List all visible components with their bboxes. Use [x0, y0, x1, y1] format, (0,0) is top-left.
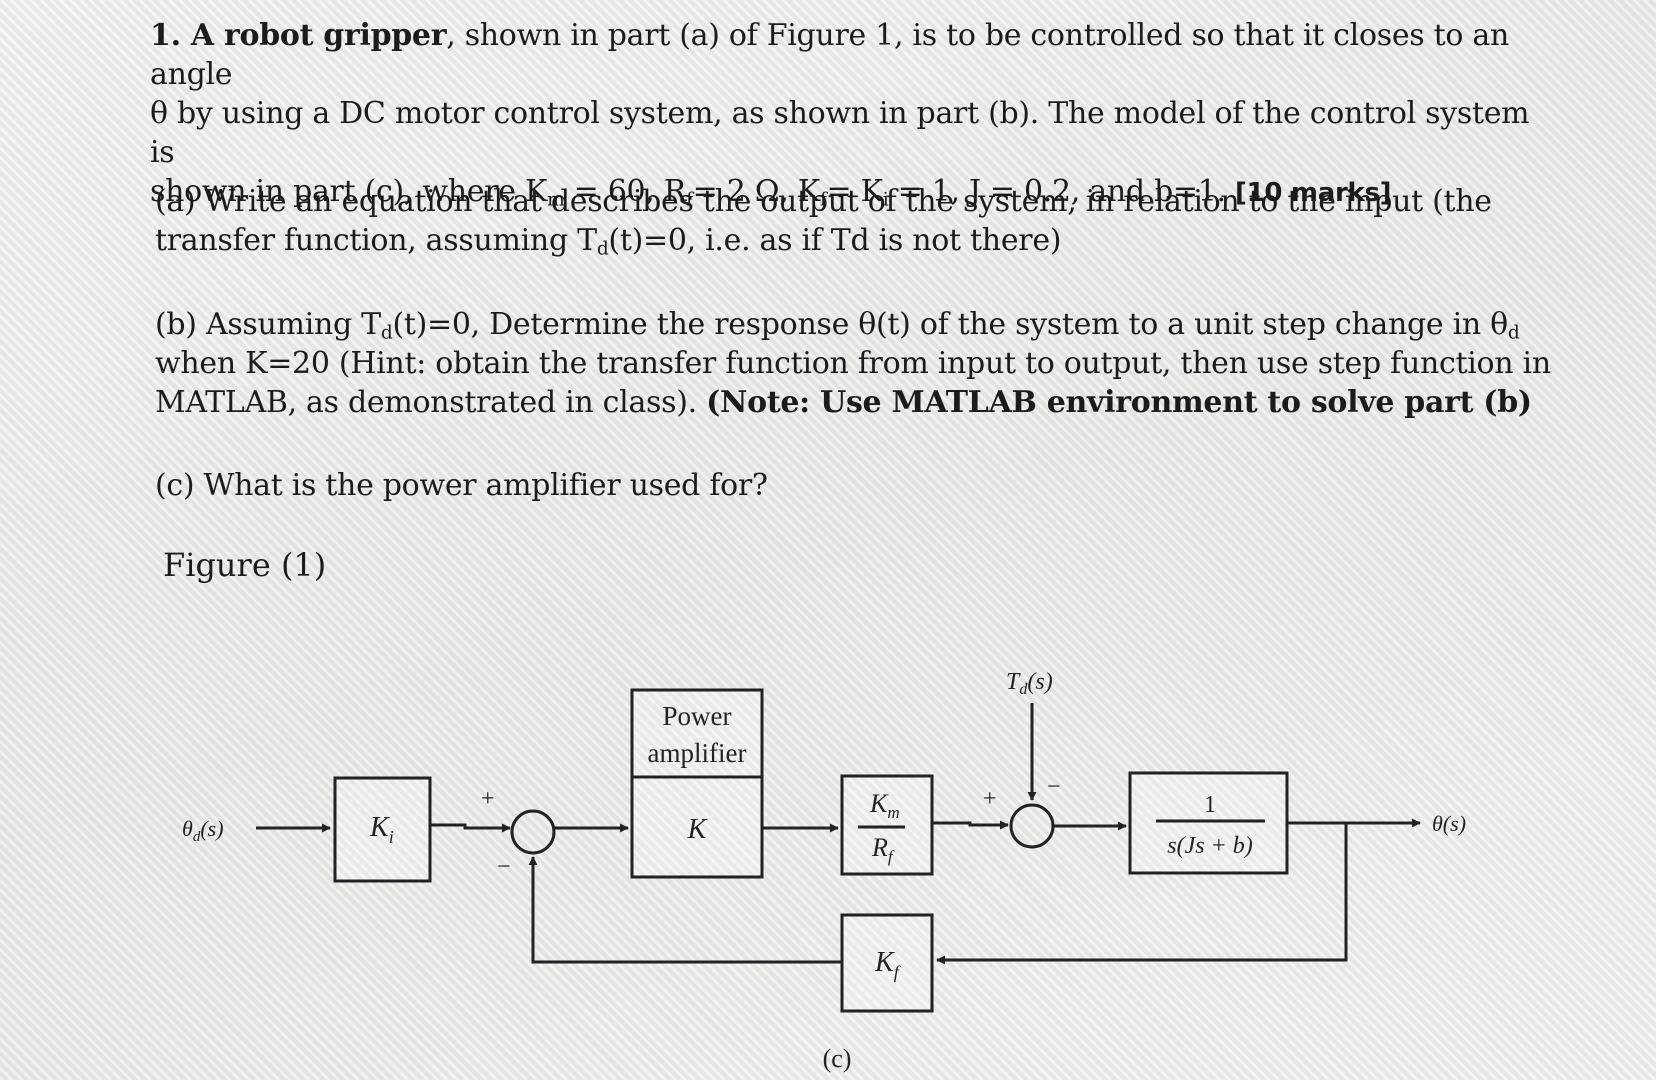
matlab-note: (Note: Use MATLAB environment to solve p…: [706, 385, 1532, 420]
rf-denominator: Rf: [871, 833, 895, 866]
question-lead: 1. A robot gripper: [150, 18, 447, 53]
part-b: (b) Assuming Td(t)=0, Determine the resp…: [155, 307, 1551, 420]
kf-to-sum1: [528, 856, 842, 964]
power-amplifier-block: [630, 688, 764, 879]
ki-label: Ki: [369, 812, 394, 847]
km-rf-block: [840, 774, 934, 876]
kf-label: Kf: [874, 947, 902, 982]
summing-junction-2: [1009, 803, 1055, 849]
amplifier-title-1: Power: [663, 701, 732, 731]
amplifier-title-2: amplifier: [648, 738, 747, 768]
question-text: 1. A robot gripper, shown in part (a) of…: [150, 16, 1550, 213]
km-rf-to-sum2: [932, 820, 1009, 830]
plant-numerator: 1: [1204, 792, 1216, 818]
question-line-2: θ by using a DC motor control system, as…: [150, 96, 1530, 170]
kf-block: [840, 913, 934, 1013]
feedback-to-kf: [936, 823, 1348, 965]
summing-junction-1: [510, 809, 556, 855]
question-line-1: 1. A robot gripper, shown in part (a) of…: [150, 18, 1509, 92]
km-numerator: Km: [869, 789, 900, 822]
input-label: θd(s): [182, 816, 224, 845]
question-line-3: shown in part (c), where Km = 60, Rf= 2 …: [150, 174, 1392, 211]
sum2-minus: −: [1047, 774, 1061, 800]
ki-to-sum1: [430, 823, 511, 833]
diagram-caption: (c): [823, 1044, 852, 1073]
sum1-minus: −: [497, 854, 511, 880]
disturbance-label: Td(s): [1006, 669, 1053, 698]
output-label: θ(s): [1432, 811, 1466, 836]
sum2-plus: +: [983, 786, 997, 812]
part-a: (a) Write an equation that describes the…: [155, 184, 1492, 260]
part-c: (c) What is the power amplifier used for…: [155, 468, 768, 503]
plant-block: [1128, 771, 1289, 875]
plant-denominator: s(Js + b): [1167, 833, 1253, 859]
ki-block: [333, 776, 432, 883]
sum1-plus: +: [481, 786, 495, 812]
figure-label: Figure (1): [163, 546, 327, 584]
marks-badge: [10 marks]: [1235, 178, 1392, 208]
amplifier-gain: K: [687, 814, 708, 845]
